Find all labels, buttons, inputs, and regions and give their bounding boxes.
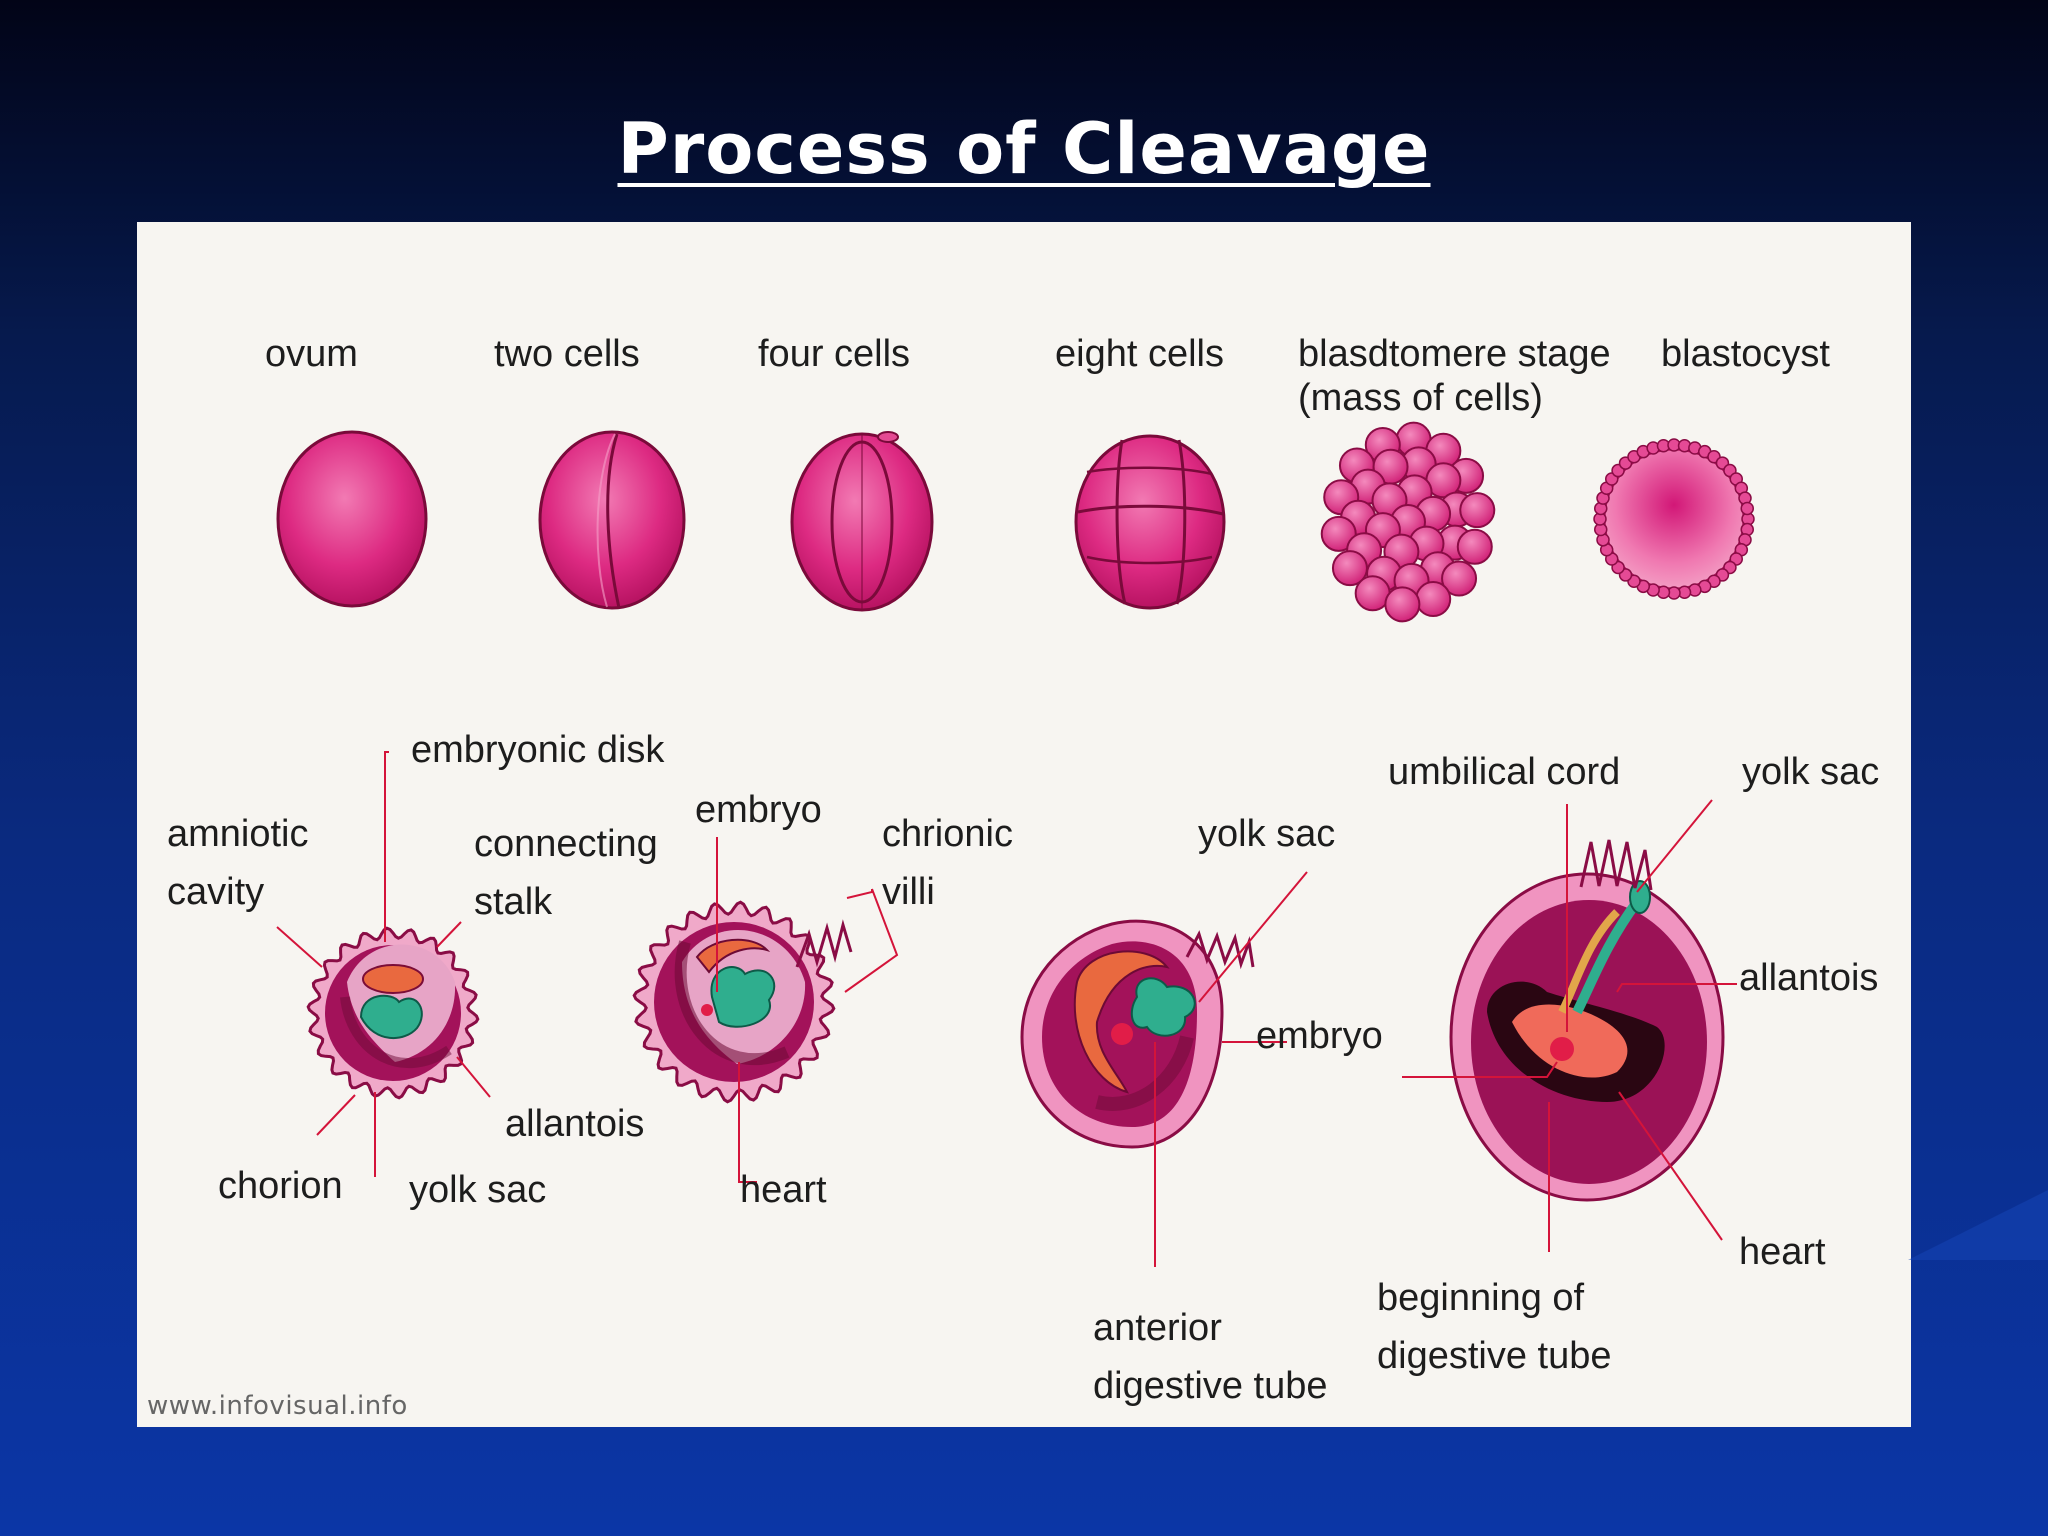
decorative-swoosh xyxy=(1908,1190,2048,1260)
label-connecting: connecting xyxy=(474,823,658,865)
embryo-stage-2-pointers xyxy=(716,837,899,1183)
label-yolk-sac-3: yolk sac xyxy=(1742,751,1880,793)
embryo-stage-2 xyxy=(632,900,853,1104)
label-beginning-of: beginning of xyxy=(1377,1277,1585,1319)
blastocyst-cell xyxy=(1593,438,1755,600)
label-umbilical-cord: umbilical cord xyxy=(1388,751,1621,793)
label-chorion: chorion xyxy=(218,1165,343,1207)
ovum-cell xyxy=(276,430,428,608)
slide-title: Process of Cleavage xyxy=(617,108,1431,190)
label-heart-1: heart xyxy=(740,1169,827,1211)
eight-cells xyxy=(1074,434,1226,610)
diagram-panel: ovum two cells four cells eight cells bl… xyxy=(137,222,1911,1427)
label-yolk-sac-2: yolk sac xyxy=(1198,813,1336,855)
label-digestive-tube-2: digestive tube xyxy=(1377,1335,1612,1377)
label-allantois-2: allantois xyxy=(1739,957,1879,999)
label-yolk-sac-1: yolk sac xyxy=(409,1169,547,1211)
label-anterior: anterior xyxy=(1093,1307,1222,1349)
label-blastomere-stage: blasdtomere stage xyxy=(1298,333,1611,375)
label-mass-of-cells: (mass of cells) xyxy=(1298,377,1543,419)
label-amniotic: amniotic xyxy=(167,813,309,855)
four-cells xyxy=(790,431,934,612)
embryo-stage-1-pointers xyxy=(276,751,491,1177)
label-eight-cells: eight cells xyxy=(1055,333,1224,375)
label-embryonic-disk: embryonic disk xyxy=(411,729,665,771)
source-credit: www.infovisual.info xyxy=(147,1391,408,1421)
embryo-stage-4-pointers xyxy=(1402,799,1737,1252)
label-digestive-tube-1: digestive tube xyxy=(1093,1365,1328,1407)
cleavage-diagram xyxy=(276,421,1755,1267)
label-four-cells: four cells xyxy=(758,333,911,375)
label-stalk: stalk xyxy=(474,881,553,923)
label-ovum: ovum xyxy=(265,333,358,375)
embryo-stage-3 xyxy=(1020,919,1255,1149)
label-chorionic: chrionic xyxy=(882,813,1013,855)
label-allantois-1: allantois xyxy=(505,1103,645,1145)
embryo-stage-1 xyxy=(306,926,480,1100)
label-blastocyst: blastocyst xyxy=(1661,333,1830,375)
label-two-cells: two cells xyxy=(494,333,640,375)
label-cavity: cavity xyxy=(167,871,265,913)
label-embryo-1: embryo xyxy=(695,789,822,831)
embryo-stage-4 xyxy=(1449,839,1725,1202)
label-villi: villi xyxy=(882,871,935,913)
label-heart-2: heart xyxy=(1739,1231,1826,1273)
two-cells xyxy=(538,430,686,610)
embryo-stage-3-pointers xyxy=(1154,871,1308,1267)
label-embryo-2: embryo xyxy=(1256,1015,1383,1057)
blastomere-cluster xyxy=(1320,421,1496,623)
